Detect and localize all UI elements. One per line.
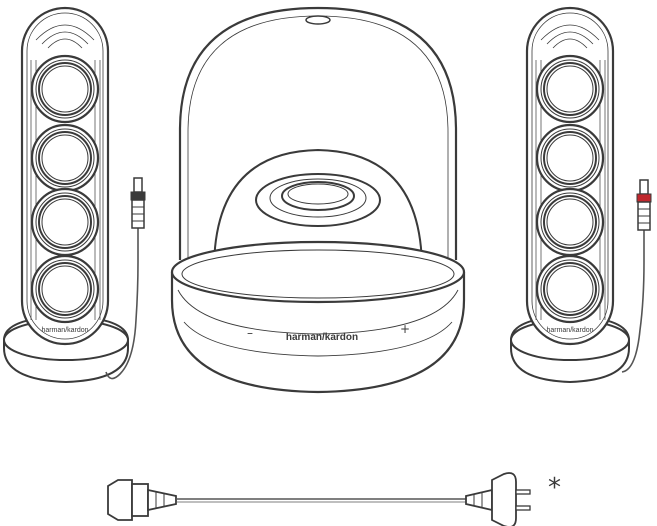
right-satellite-driver-2 xyxy=(535,123,605,193)
left-satellite-driver-1 xyxy=(30,54,100,124)
right-satellite-speaker: harman/kardon xyxy=(510,6,630,384)
right-satellite-logo: harman/kardon xyxy=(546,327,593,334)
left-satellite-logo: harman/kardon xyxy=(41,327,88,334)
left-satellite-driver-2 xyxy=(30,123,100,193)
red-channel-marker xyxy=(636,193,652,203)
right-satellite-driver-4 xyxy=(535,254,605,324)
left-rca-cable xyxy=(105,177,146,380)
left-satellite-driver-3 xyxy=(30,187,100,257)
subwoofer-base xyxy=(170,240,466,394)
iec-connector-icon xyxy=(107,479,177,521)
subwoofer-logo: harman/kardon xyxy=(286,332,358,343)
left-satellite-speaker: harman/kardon xyxy=(3,6,129,384)
top-indicator-icon xyxy=(305,15,331,25)
right-satellite-driver-1 xyxy=(535,54,605,124)
left-satellite-driver-4 xyxy=(30,254,100,324)
volume-down-button[interactable]: – xyxy=(247,326,253,340)
right-rca-cable xyxy=(621,179,652,373)
power-cord xyxy=(107,472,531,526)
footnote-asterisk: * xyxy=(548,473,561,503)
volume-up-button[interactable]: + xyxy=(400,322,410,336)
right-satellite-driver-3 xyxy=(535,187,605,257)
wall-plug-icon xyxy=(465,472,531,526)
subwoofer: – harman/kardon + xyxy=(170,6,466,394)
